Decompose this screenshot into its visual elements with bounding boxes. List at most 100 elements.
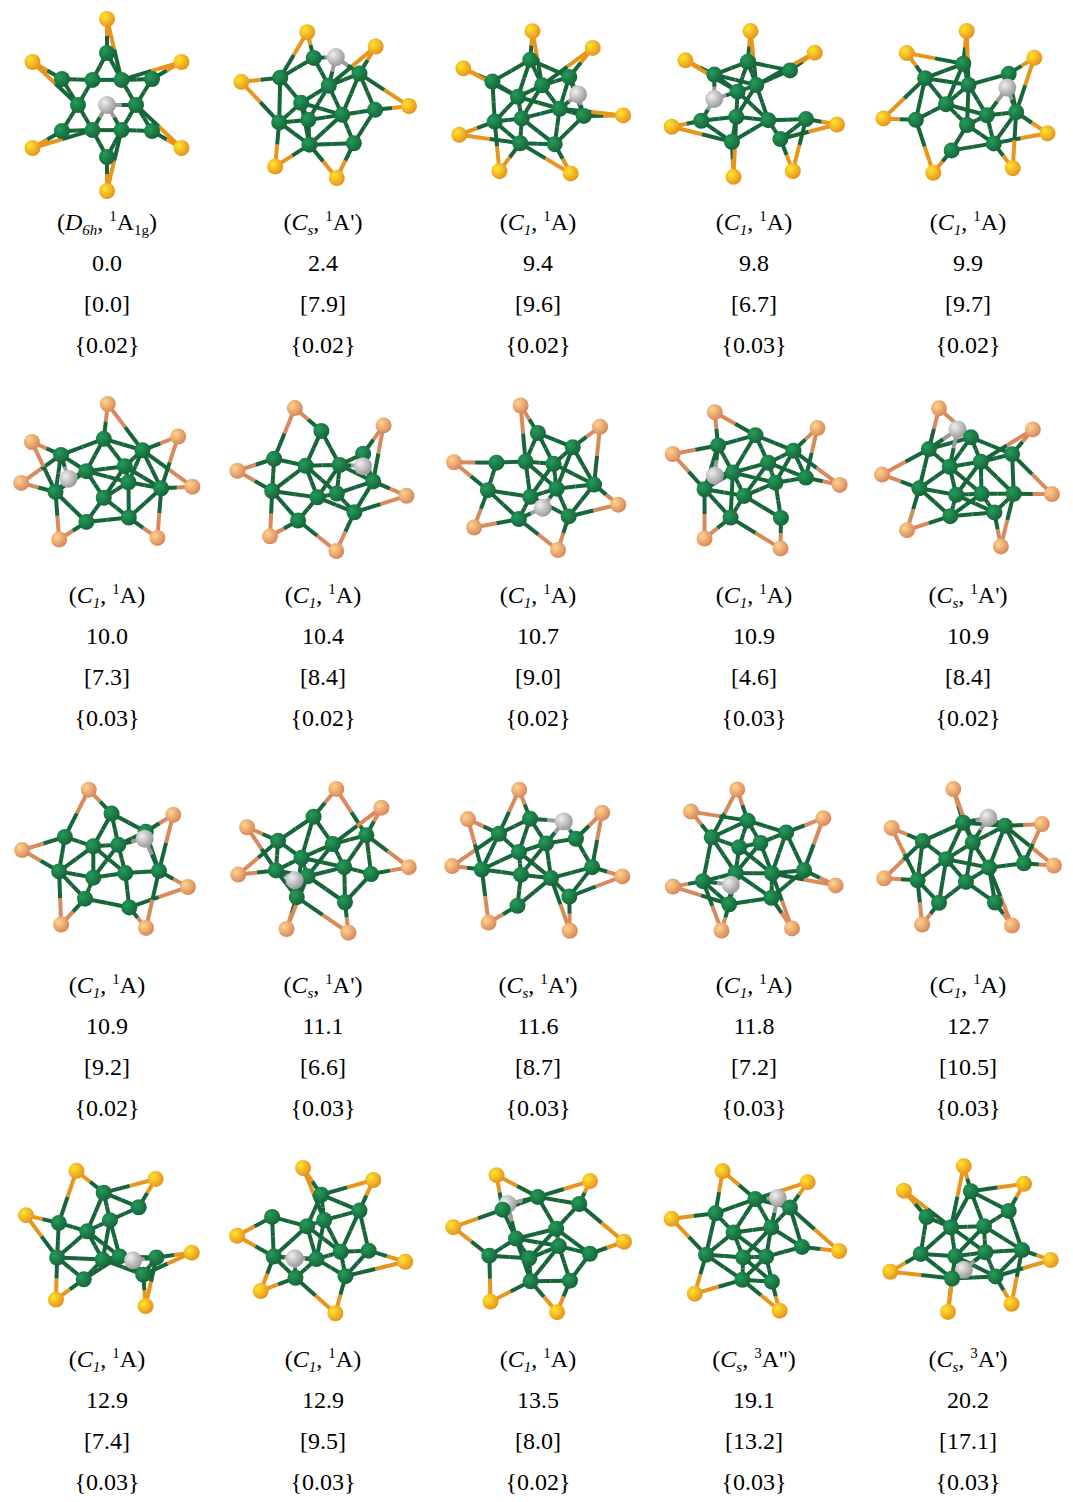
atom	[279, 921, 295, 937]
relative-energy: 11.8	[733, 1012, 774, 1040]
atom	[707, 404, 723, 420]
atom	[328, 543, 344, 559]
atom	[474, 862, 490, 878]
atom	[153, 480, 169, 496]
atom	[85, 72, 101, 88]
atom	[582, 1173, 598, 1189]
energy-brace: {0.03}	[721, 1468, 786, 1496]
atom	[915, 833, 931, 849]
atom	[96, 431, 112, 447]
atom	[963, 429, 979, 445]
atom	[973, 486, 989, 502]
atom	[731, 839, 747, 855]
atom	[955, 56, 971, 72]
atom	[740, 54, 756, 70]
atom	[910, 872, 926, 888]
atom	[491, 163, 507, 179]
atom	[329, 170, 345, 186]
atom	[582, 1246, 598, 1262]
atom	[1016, 855, 1032, 871]
atom	[706, 67, 722, 83]
atom	[748, 77, 764, 93]
atom	[874, 467, 890, 483]
relative-energy: 9.9	[953, 249, 983, 277]
atom	[726, 1225, 742, 1241]
energy-bracket: [8.4]	[945, 663, 991, 691]
atom	[695, 873, 711, 889]
atom	[128, 97, 144, 113]
atom	[78, 463, 94, 479]
atom	[77, 891, 93, 907]
symmetry-state: (C1, 1A)	[716, 581, 792, 609]
atom	[714, 923, 730, 939]
atom	[117, 865, 133, 881]
energy-bracket: [6.7]	[731, 290, 777, 318]
symmetry-state: (C1, 1A)	[930, 971, 1006, 999]
atom	[165, 807, 181, 823]
energy-brace: {0.02}	[290, 704, 355, 732]
atom	[977, 1244, 993, 1260]
atom	[724, 134, 740, 150]
atom	[925, 165, 941, 181]
atom	[981, 860, 997, 876]
atom	[798, 470, 814, 486]
atom	[299, 24, 315, 40]
atom	[1006, 486, 1022, 502]
atom	[148, 1249, 164, 1265]
cluster-structure	[875, 23, 1055, 181]
atom	[455, 60, 471, 76]
energy-brace: {0.02}	[505, 1468, 570, 1496]
atom	[917, 70, 933, 86]
atom	[313, 423, 329, 439]
atom	[1025, 421, 1041, 437]
atom	[707, 1205, 723, 1221]
cluster-structure	[25, 11, 190, 199]
atom	[758, 1249, 774, 1265]
symmetry-state: (Cs, 1A')	[283, 971, 362, 999]
atom	[54, 123, 70, 139]
atom	[117, 458, 133, 474]
atom	[327, 48, 345, 66]
atom	[562, 1273, 578, 1289]
cluster-structure	[444, 782, 630, 939]
atom	[764, 865, 780, 881]
atom	[376, 417, 392, 433]
atom	[24, 434, 40, 450]
atom	[942, 459, 958, 475]
atom	[940, 1304, 956, 1320]
atom	[513, 398, 529, 414]
cluster-structure	[664, 1163, 847, 1319]
relative-energy: 20.2	[947, 1386, 989, 1414]
atom	[271, 114, 287, 130]
atom	[48, 1292, 64, 1308]
cluster-structure	[445, 1167, 632, 1320]
atom	[736, 488, 752, 504]
atom	[480, 482, 496, 498]
atom	[397, 1254, 413, 1270]
atom	[548, 1221, 564, 1237]
atom	[908, 112, 924, 128]
cluster-structure	[14, 782, 196, 936]
atom	[325, 836, 341, 852]
atom	[144, 71, 160, 87]
atom	[233, 74, 249, 90]
atom	[735, 1249, 751, 1265]
relative-energy: 19.1	[733, 1386, 775, 1414]
atom	[552, 101, 568, 117]
atom	[1014, 1242, 1030, 1258]
atom	[1039, 125, 1055, 141]
atom	[54, 71, 70, 87]
atom	[489, 1167, 505, 1183]
atom	[329, 486, 345, 502]
atom	[495, 1202, 511, 1218]
atom	[664, 119, 680, 135]
cluster-structure	[233, 24, 417, 186]
atom	[697, 531, 713, 547]
atom	[337, 894, 353, 910]
atom	[986, 504, 1002, 520]
atom	[354, 457, 372, 475]
atom	[18, 1207, 34, 1223]
atom	[309, 489, 325, 505]
atom	[102, 1212, 118, 1228]
